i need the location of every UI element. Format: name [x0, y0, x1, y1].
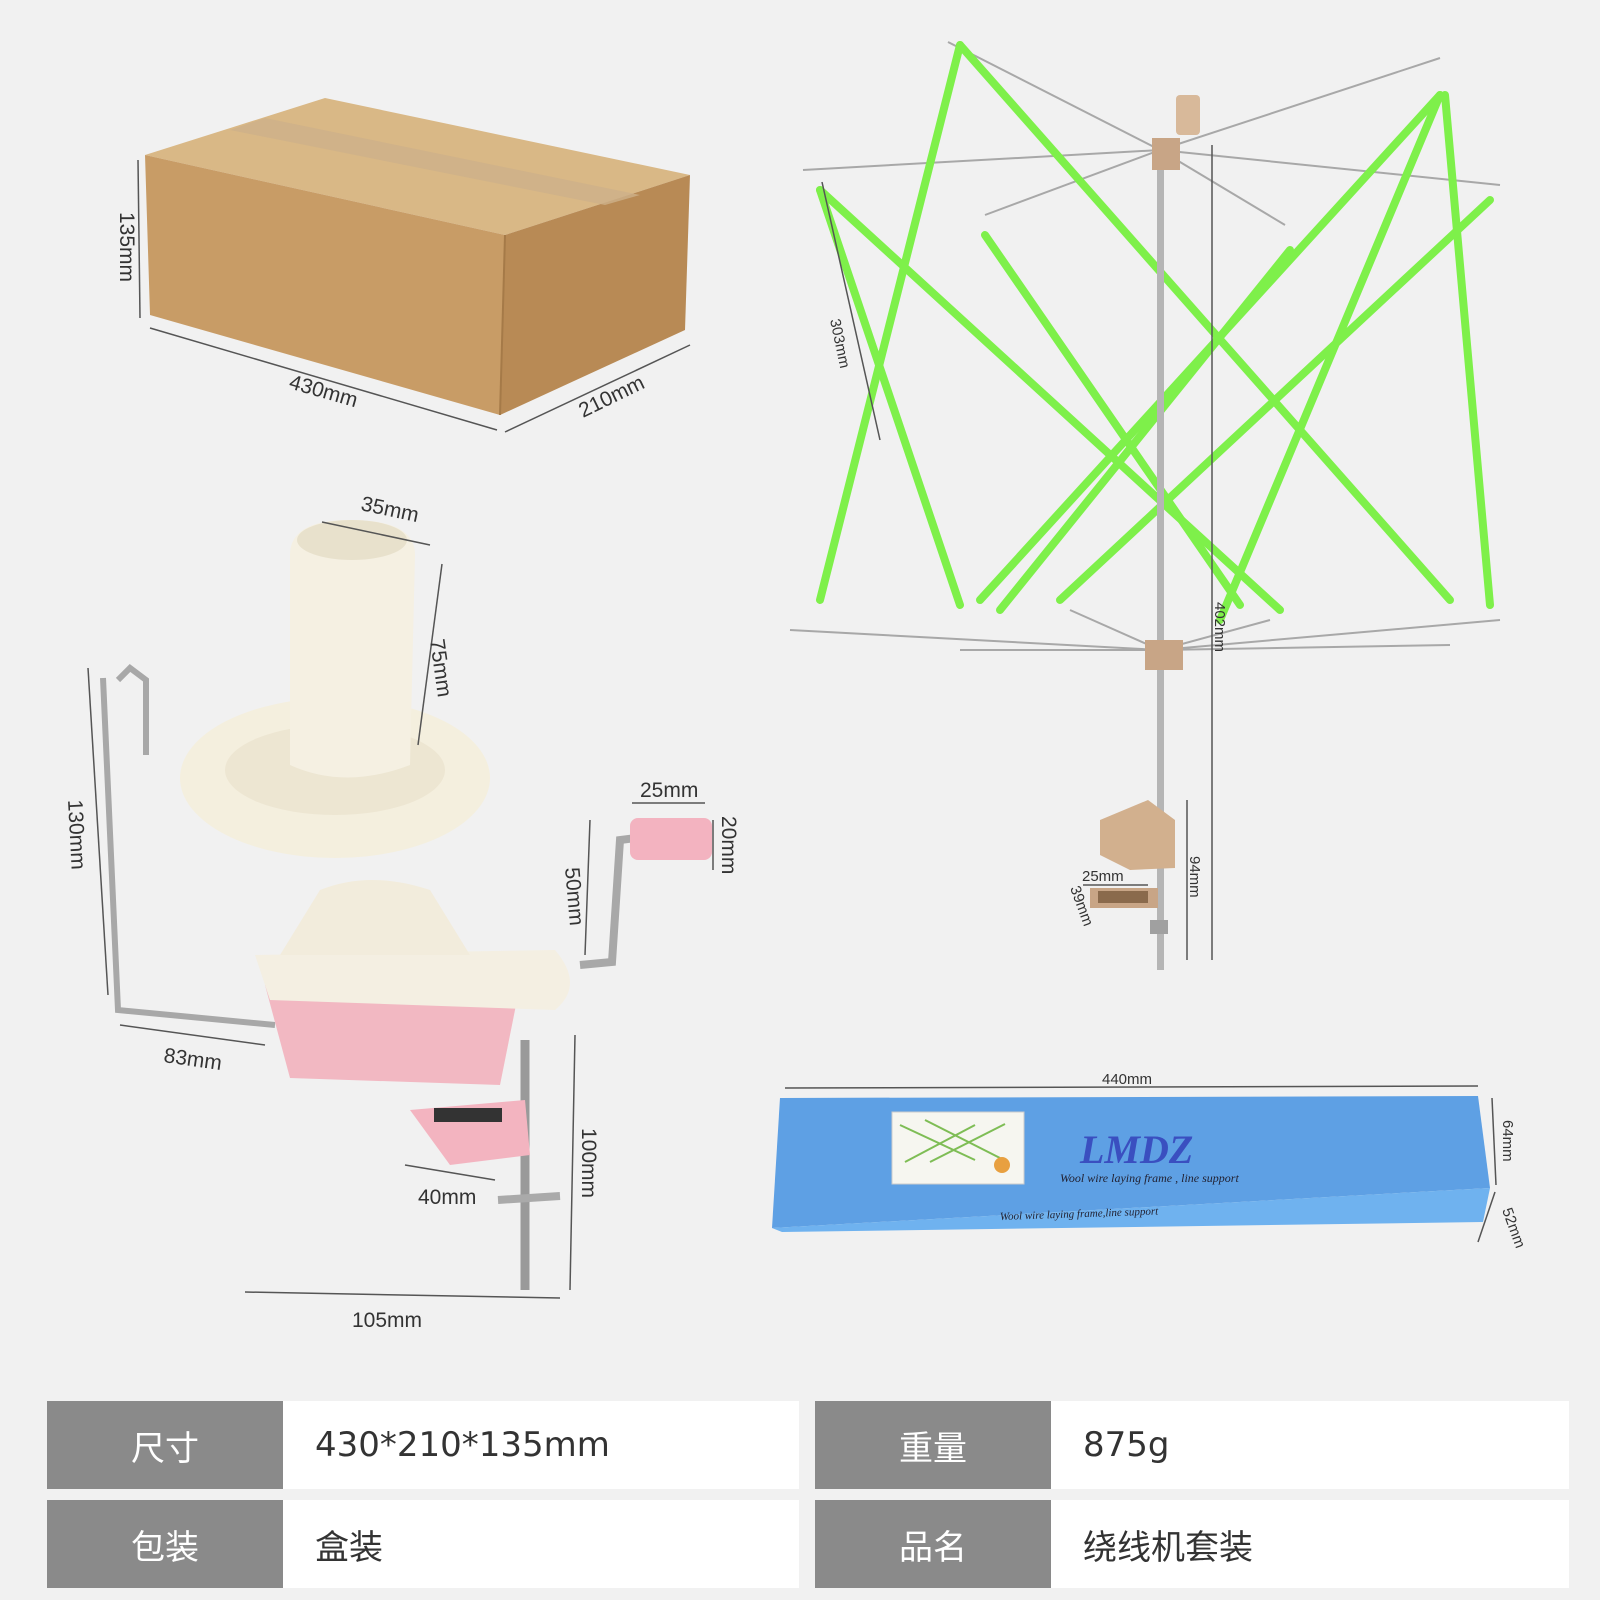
winder-handle-height-label: 20mm [717, 816, 740, 874]
swift-arm-label: 303mm [826, 317, 853, 369]
product-illustration: 135mm 430mm 210mm [63, 41, 1528, 1332]
winder-handle-width-label: 25mm [640, 779, 698, 802]
swift-clamp-height-label: 94mm [1186, 856, 1203, 898]
package-dimension-lines [784, 1085, 1497, 1243]
package-depth-label: 52mm [1498, 1206, 1528, 1251]
winder-spindle-height-label: 75mm [425, 637, 456, 698]
package-slogan: Wool wire laying frame , line support [1060, 1171, 1239, 1185]
winder-arm-length-label: 83mm [162, 1044, 223, 1075]
cardboard-box [145, 98, 690, 416]
package-length-label: 440mm [1102, 1071, 1152, 1088]
box-height-label: 135mm [115, 212, 138, 282]
spec-value-weight: 875g [1051, 1401, 1569, 1489]
package-height-label: 64mm [1499, 1120, 1516, 1162]
spec-key-product-name: 品名 [815, 1500, 1051, 1588]
spec-table: 尺寸 430*210*135mm 重量 875g 包装 盒装 品名 绕线机套装 [47, 1401, 1569, 1599]
swift-clamp-width-label: 25mm [1082, 868, 1124, 885]
spec-key-weight: 重量 [815, 1401, 1051, 1489]
swift-height-label: 402mm [1211, 602, 1228, 652]
box-width-label: 210mm [575, 371, 648, 422]
winder-base-width-label: 105mm [352, 1309, 422, 1332]
package-box [772, 1096, 1490, 1232]
spec-value-size: 430*210*135mm [283, 1401, 799, 1489]
spec-value-packaging: 盒装 [283, 1500, 799, 1588]
winder-clamp-height-label: 100mm [577, 1128, 600, 1198]
package-slogan-side: Wool wire laying frame,line support [1000, 1205, 1160, 1223]
umbrella-swift [789, 41, 1501, 970]
box-length-label: 430mm [287, 371, 361, 412]
box-dimension-lines [137, 159, 691, 433]
spec-key-packaging: 包装 [47, 1500, 283, 1588]
spec-row: 尺寸 430*210*135mm 重量 875g [47, 1401, 1569, 1489]
spec-row: 包装 盒装 品名 绕线机套装 [47, 1500, 1569, 1588]
swift-dimension-lines [821, 145, 1213, 960]
winder-dimension-lines [87, 521, 714, 1299]
winder-hook-height-label: 130mm [63, 799, 90, 870]
package-brand-logo: LMDZ [1079, 1127, 1193, 1172]
spec-value-product-name: 绕线机套装 [1051, 1500, 1569, 1588]
yarn-winder [100, 520, 712, 1290]
spec-key-size: 尺寸 [47, 1401, 283, 1489]
winder-crank-height-label: 50mm [560, 866, 588, 926]
winder-clamp-depth-label: 40mm [418, 1186, 476, 1209]
